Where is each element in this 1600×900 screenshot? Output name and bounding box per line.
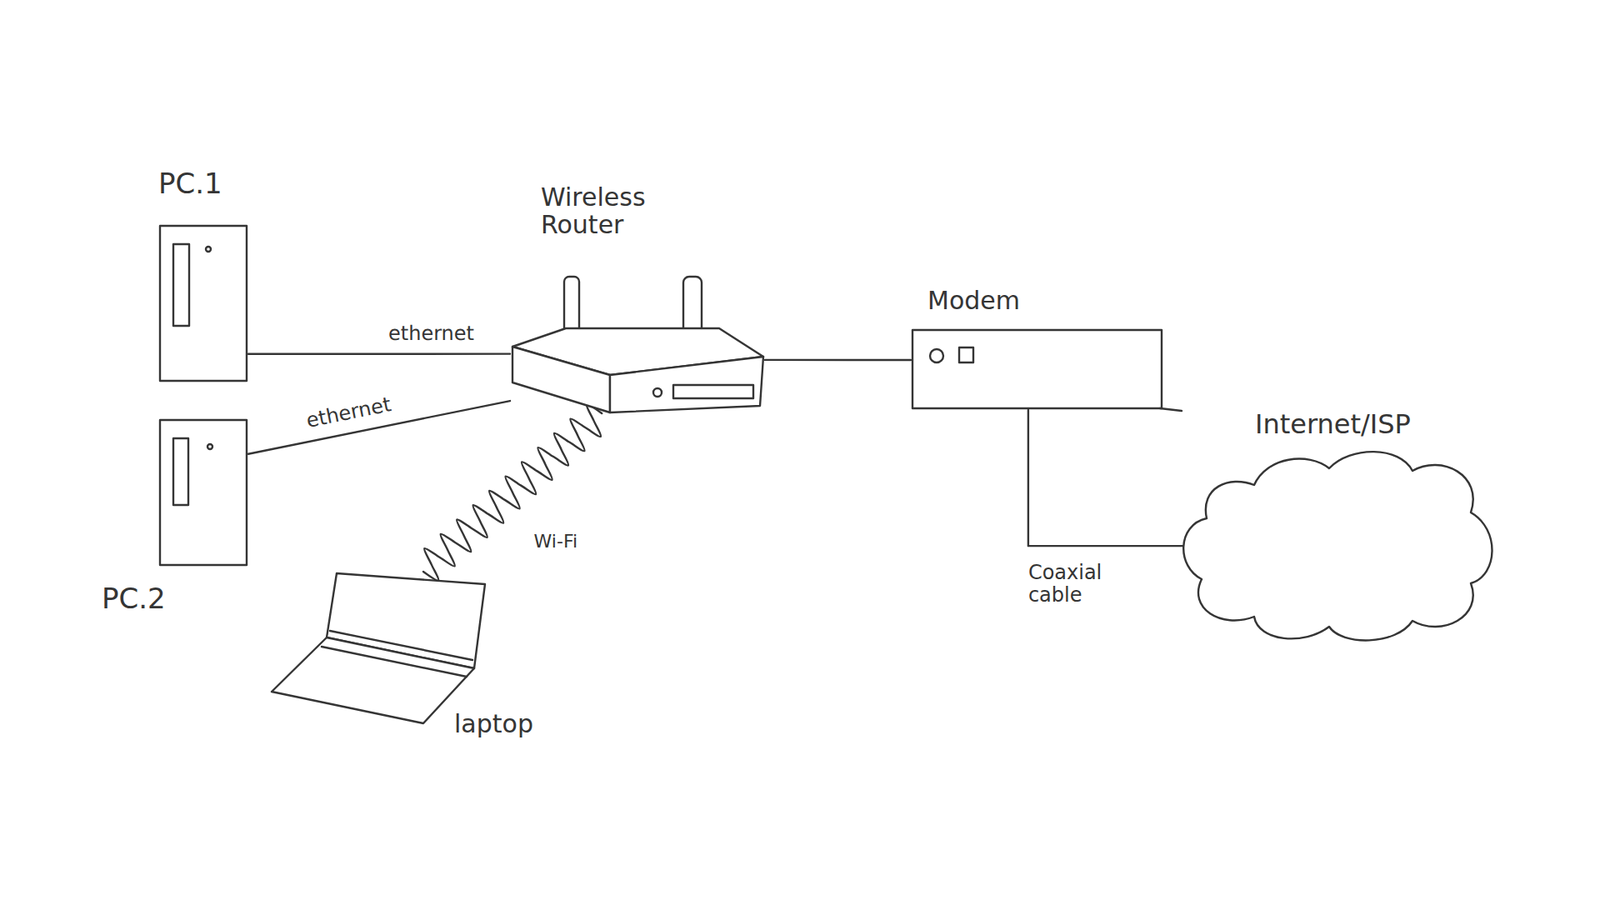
cloud-drawing (1183, 441, 1495, 645)
modem-box: Modem (910, 328, 1164, 410)
modem-edge (1160, 408, 1182, 411)
edge-label-holder: ethernet (301, 392, 397, 434)
node-label: PC.1 (158, 168, 223, 200)
node-label: PC.2 (101, 583, 166, 615)
router-side (512, 346, 610, 413)
tower-drawing (158, 418, 249, 567)
cable-line (1028, 410, 1184, 546)
cable-line (248, 352, 510, 355)
laptop-drawing (270, 571, 488, 725)
cable-line (248, 400, 510, 455)
modem-drawing (910, 328, 1164, 410)
drive-slot (173, 438, 189, 505)
edge-label: ethernet (301, 392, 397, 434)
status-light (653, 388, 662, 397)
pc-tower: PC.1 (158, 224, 249, 383)
laptop-base (271, 637, 475, 724)
router-drawing (510, 275, 765, 414)
port-panel (673, 385, 754, 399)
modem-button (959, 347, 974, 363)
tower-drawing (158, 224, 249, 383)
router-front (610, 356, 764, 413)
cloud-outline (1183, 451, 1492, 640)
drive-slot (173, 244, 190, 326)
edge-label-holder: Wi-Fi (530, 530, 582, 552)
antenna (683, 276, 702, 335)
node-label: laptop (454, 710, 534, 738)
modem-light (930, 349, 944, 363)
edge-label: Coaxial cable (1025, 561, 1132, 608)
tower-case (160, 420, 247, 565)
laptop-computer: laptop (270, 571, 488, 725)
node-label: Internet/ISP (1255, 410, 1411, 440)
pc-tower: PC.2 (158, 418, 249, 567)
edge-label: ethernet (385, 322, 478, 346)
internet-cloud: Internet/ISP (1183, 441, 1495, 645)
wireless-router: Wireless Router (510, 275, 765, 414)
edge-label-holder: Coaxial cable (1025, 561, 1132, 608)
keyboard-edge (321, 646, 467, 677)
modem-case (912, 330, 1162, 409)
wifi-link (423, 404, 602, 581)
edge-label: Wi-Fi (530, 530, 582, 552)
tower-case (160, 225, 247, 381)
edge-label-holder: ethernet (385, 322, 478, 346)
cable-line (765, 359, 911, 361)
power-button (207, 444, 213, 450)
node-label: Wireless Router (540, 183, 687, 239)
power-button (205, 246, 211, 252)
node-label: Modem (927, 286, 1020, 315)
